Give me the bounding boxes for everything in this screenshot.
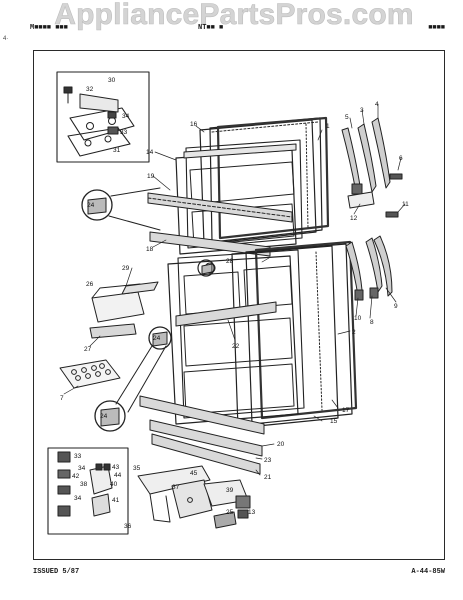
freezer-door-liner [175, 139, 303, 255]
header-model-number: NT■■ ■ [198, 24, 224, 32]
callout-4: 4 [375, 101, 379, 108]
callout-11: 11 [402, 201, 409, 208]
callout-31: 31 [113, 147, 121, 154]
callout-33-bottom: 33 [74, 453, 82, 460]
callout-39: 39 [226, 487, 234, 494]
header-right-text: ■■■■ [428, 24, 445, 32]
callout-12: 12 [350, 215, 358, 222]
butter-door-hinge-bracket [121, 281, 159, 295]
bottom-hinge-bracket-parts [137, 465, 251, 529]
callout-36: 36 [124, 523, 132, 530]
callout-13: 13 [248, 509, 256, 516]
door-shelf-bar-middle [175, 301, 277, 327]
callout-15: 15 [330, 418, 338, 425]
fresh-food-door-liner [167, 249, 305, 425]
callout-35: 35 [133, 465, 141, 472]
callout-29: 29 [122, 265, 130, 272]
callout-26: 26 [86, 281, 94, 288]
site-watermark: AppliancePartsPros.com [54, 0, 414, 31]
callout-22: 22 [232, 343, 240, 350]
callout-43: 43 [112, 464, 120, 471]
callout-20: 20 [277, 441, 285, 448]
diagram-code: A-44-85W [411, 568, 445, 576]
callout-labels: 1 2 3 4 5 6 7 8 9 10 11 12 13 14 15 16 1… [60, 77, 409, 530]
door-shelf-bar-bottom-a [139, 395, 265, 435]
callout-34-bottom: 34 [78, 465, 86, 472]
detail-circle-24-middle [115, 326, 172, 413]
callout-8: 8 [370, 319, 374, 326]
callout-6: 6 [399, 155, 403, 162]
freezer-door-gasket [216, 116, 330, 240]
freezer-shelf-bar-lower [149, 231, 271, 257]
freezer-shelf-bar-upper [147, 192, 293, 223]
callout-34-lower: 34 [74, 495, 82, 502]
callout-45: 45 [190, 470, 198, 477]
callout-2: 2 [352, 329, 356, 336]
callout-24-upper: 24 [87, 202, 95, 209]
page-header: M■■■■ ■■■ NT■■ ■ ■■■■ [30, 24, 445, 36]
detail-circle-24-lower [94, 400, 126, 432]
callout-37: 37 [172, 484, 180, 491]
fresh-food-door-outer-panel [231, 243, 353, 429]
callout-18: 18 [146, 246, 154, 253]
callout-24-middle: 24 [153, 335, 161, 342]
egg-tray [59, 359, 121, 389]
header-model-text: M■■■■ ■■■ [30, 24, 68, 32]
callout-33-top: 33 [120, 129, 128, 136]
callout-23: 23 [264, 457, 272, 464]
lower-door-hinge-strips [345, 235, 393, 301]
butter-door-trim [89, 323, 137, 339]
upper-door-hinge-strips [341, 117, 403, 218]
corner-mark: 4· [3, 36, 9, 42]
fresh-food-door-gasket [254, 240, 358, 420]
top-hinge-inset [56, 71, 150, 163]
callout-42: 42 [72, 473, 80, 480]
callout-10: 10 [354, 315, 362, 322]
callout-34-top: 34 [122, 113, 130, 120]
callout-38: 38 [80, 481, 88, 488]
callout-44: 44 [114, 472, 122, 479]
callout-25: 25 [226, 509, 234, 516]
callout-1: 1 [326, 123, 330, 130]
callout-30: 30 [108, 77, 116, 84]
callout-40: 40 [110, 481, 118, 488]
callout-27: 27 [84, 346, 92, 353]
callout-19: 19 [147, 173, 155, 180]
callout-7: 7 [60, 395, 64, 402]
issued-date: ISSUED 5/87 [33, 568, 80, 576]
callout-leader-lines [63, 103, 406, 476]
callout-24-lower: 24 [100, 413, 108, 420]
detail-circle-24-upper [81, 187, 161, 231]
diagram-frame [33, 50, 445, 560]
callout-41: 41 [112, 497, 120, 504]
door-shelf-bar-bottom-c [151, 433, 261, 475]
door-shelf-bar-bottom-b [149, 419, 263, 457]
detail-circle-28 [197, 259, 215, 277]
callout-21: 21 [264, 474, 272, 481]
callout-16: 16 [190, 121, 198, 128]
callout-32: 32 [86, 86, 94, 93]
callout-9: 9 [394, 303, 398, 310]
callout-5: 5 [345, 114, 349, 121]
callout-3: 3 [360, 107, 364, 114]
bottom-hinge-inset [47, 447, 129, 535]
callout-28: 28 [226, 258, 234, 265]
callout-17: 17 [342, 407, 350, 414]
page-footer: ISSUED 5/87 A-44-85W [33, 568, 445, 578]
callout-14: 14 [146, 149, 154, 156]
